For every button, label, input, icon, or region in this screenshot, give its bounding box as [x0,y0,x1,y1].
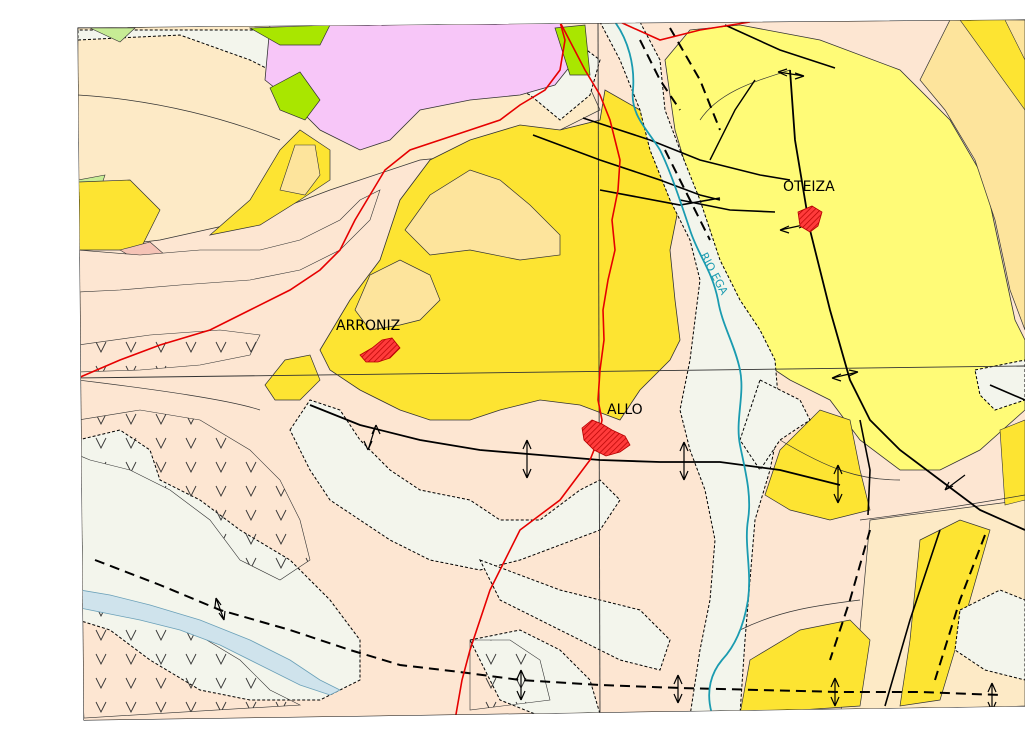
contact-line-3 [779,439,901,481]
dashed-fault-se-2 [934,534,986,681]
fault-oteiza-axis [789,69,1025,531]
alluvium-valley-2 [478,559,671,671]
dashed-fault-river [664,149,711,241]
town-label-oteiza: OTEIZA [783,179,835,195]
yellow-unit-west [78,179,161,251]
green-unit-small [89,27,136,43]
dashed-fault-south [94,559,1001,696]
dashed-fault-north-2 [669,27,721,131]
yellow-unit-southeast [764,409,871,521]
town-allo-shape [581,419,631,457]
green-unit-west [269,71,321,121]
alluvium-valley-1 [289,399,621,571]
gypsum-unit-west [78,329,261,373]
fault-ne [724,24,836,69]
road-arroniz [78,21,566,379]
alluvium-northwest-band [78,189,381,293]
road-oteiza-north [619,21,751,41]
gypsum-unit-central-south [469,639,551,711]
yellow-pale-plateau [404,169,561,261]
axis-symbols [214,68,997,712]
contact-line-4 [859,494,1025,521]
gypsum-unit-southwest [78,409,311,581]
alluvium-east-edge [974,359,1025,411]
fault-allo-anticline [309,404,841,486]
grid-line-horizontal [78,365,1025,379]
reservoir [79,589,341,696]
alluvium-east-lower [954,589,1025,681]
fault-east-edge [989,384,1025,401]
yellow-unit-east-strip [959,20,1025,111]
yellow-pale-arroniz [354,259,441,331]
contact-line-5 [739,599,861,631]
contact-line-1 [78,94,281,141]
fault-south-east [884,529,941,707]
contact-line-2 [78,379,261,411]
town-arroniz-shape [359,337,401,363]
fault-north-2 [582,117,791,181]
dashed-fault-north-1 [639,39,681,111]
grid-line-vertical [597,20,601,720]
fault-north-3 [599,189,721,206]
fault-north-4 [679,199,776,213]
yellow-pale-ridge [279,144,321,196]
town-label-allo: ALLO [607,402,643,418]
river-ega [614,21,751,715]
yellow-band-east-edge [999,419,1025,506]
yellow-unit-small [264,354,321,401]
dashed-fault-se-1 [829,529,871,661]
town-oteiza-shape [797,205,823,233]
fault-north-1 [532,134,721,201]
road-allo-north [454,21,621,720]
fault-east-lower [859,419,871,516]
town-label-arroniz: ARRONIZ [336,318,400,334]
fault-short [709,79,756,161]
sand-unit-east [919,20,1025,331]
